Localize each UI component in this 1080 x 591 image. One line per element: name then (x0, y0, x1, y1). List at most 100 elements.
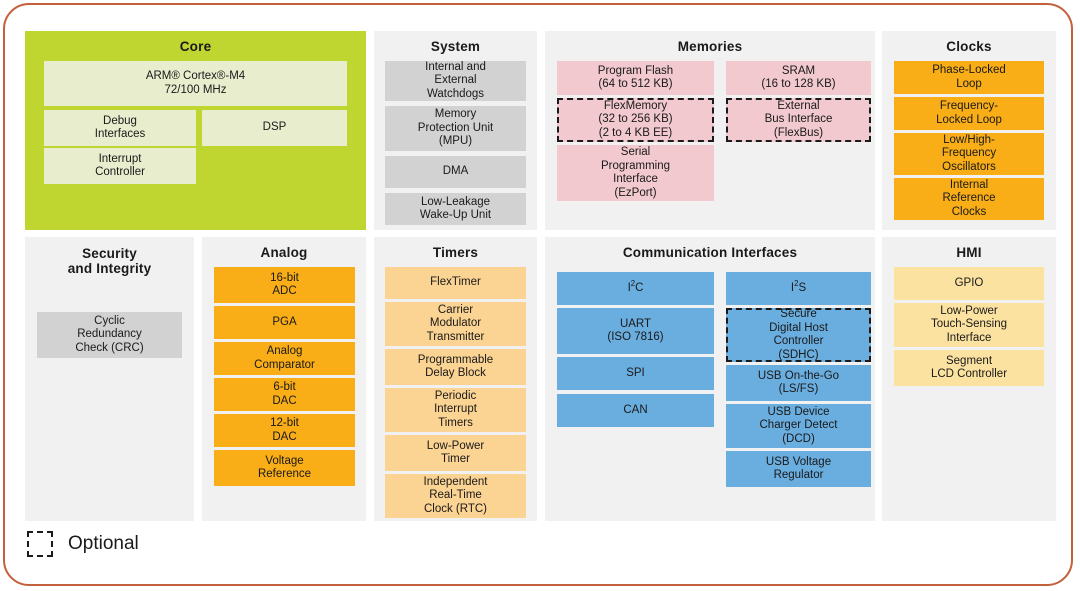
block-external-bus-interface[interactable]: External Bus Interface (FlexBus) (726, 98, 871, 142)
block-low-power-touch-sensing-interface[interactable]: Low-Power Touch-Sensing Interface (894, 303, 1044, 347)
block-low-leakage-wakeup-unit[interactable]: Low-Leakage Wake-Up Unit (385, 193, 526, 225)
block-usb-voltage-regulator[interactable]: USB Voltage Regulator (726, 451, 871, 487)
block-line: Timers (438, 416, 473, 429)
block-independent-rtc[interactable]: Independent Real-Time Clock (RTC) (385, 474, 526, 518)
block-usb-device-charger-detect[interactable]: USB Device Charger Detect (DCD) (726, 404, 871, 448)
block-line: Interrupt (98, 152, 142, 165)
block-arm-cortex-m4[interactable]: ARM® Cortex®-M4 72/100 MHz (44, 61, 347, 106)
block-line: Periodic (434, 389, 477, 402)
block-dsp[interactable]: DSP (202, 110, 347, 146)
block-watchdogs[interactable]: Internal and External Watchdogs (385, 61, 526, 101)
block-line: DAC (272, 394, 297, 407)
outer-frame (3, 3, 1073, 586)
block-line: Debug (103, 114, 137, 127)
block-internal-reference-clocks[interactable]: Internal Reference Clocks (894, 178, 1044, 220)
block-line: GPIO (954, 276, 984, 289)
panel-core: Core ARM® Cortex®-M4 72/100 MHz Debug In… (25, 31, 366, 230)
block-i2s[interactable]: I2S (726, 272, 871, 305)
block-low-power-timer[interactable]: Low-Power Timer (385, 435, 526, 471)
block-line: Bus Interface (764, 113, 833, 126)
block-oscillators[interactable]: Low/High- Frequency Oscillators (894, 133, 1044, 175)
block-line: Check (CRC) (75, 341, 144, 354)
block-16-bit-adc[interactable]: 16-bit ADC (214, 267, 355, 303)
block-flexmemory[interactable]: FlexMemory (32 to 256 KB) (2 to 4 KB EE) (557, 98, 714, 142)
block-line: UART (619, 317, 652, 330)
panel-title-core: Core (179, 39, 212, 54)
block-12-bit-dac[interactable]: 12-bit DAC (214, 414, 355, 447)
block-line: External (434, 74, 477, 87)
block-line: Wake-Up Unit (419, 209, 492, 221)
block-programmable-delay-block[interactable]: Programmable Delay Block (385, 349, 526, 385)
panel-title-memories: Memories (677, 39, 743, 54)
block-usb-on-the-go[interactable]: USB On-the-Go (LS/FS) (726, 365, 871, 401)
block-line: Segment (945, 354, 993, 367)
block-line: Delay Block (425, 367, 486, 379)
block-line: ARM® Cortex®-M4 (145, 70, 246, 82)
block-line: I2S (790, 278, 807, 294)
block-debug-interfaces[interactable]: Debug Interfaces (44, 110, 196, 146)
block-line: (EzPort) (614, 186, 657, 199)
panel-title-line: and Integrity (67, 261, 152, 276)
block-line: Reference (257, 468, 312, 480)
block-sram[interactable]: SRAM (16 to 128 KB) (726, 61, 871, 95)
block-interrupt-controller[interactable]: Interrupt Controller (44, 148, 196, 184)
block-line: PGA (272, 315, 297, 328)
panel-system: System Internal and External Watchdogs M… (374, 31, 537, 230)
panel-timers: Timers FlexTimer Carrier Modulator Trans… (374, 237, 537, 521)
block-line: Low-Power (940, 304, 998, 317)
panel-title-security: Security and Integrity (25, 237, 194, 276)
block-6-bit-dac[interactable]: 6-bit DAC (214, 378, 355, 411)
block-spi[interactable]: SPI (557, 357, 714, 390)
block-serial-programming-interface[interactable]: Serial Programming Interface (EzPort) (557, 145, 714, 201)
block-frequency-locked-loop[interactable]: Frequency- Locked Loop (894, 97, 1044, 130)
panel-title-clocks: Clocks (946, 39, 992, 54)
block-cyclic-redundancy-check[interactable]: Cyclic Redundancy Check (CRC) (37, 312, 182, 358)
block-analog-comparator[interactable]: Analog Comparator (214, 342, 355, 375)
block-line: Clock (RTC) (423, 502, 488, 515)
block-periodic-interrupt-timers[interactable]: Periodic Interrupt Timers (385, 388, 526, 432)
block-line: CAN (623, 403, 648, 416)
block-line: 72/100 MHz (164, 83, 227, 96)
block-diagram: Core ARM® Cortex®-M4 72/100 MHz Debug In… (25, 31, 1056, 521)
block-line: Memory (434, 108, 477, 121)
block-pga[interactable]: PGA (214, 306, 355, 339)
block-line: Touch-Sensing (930, 318, 1008, 331)
block-phase-locked-loop[interactable]: Phase-Locked Loop (894, 61, 1044, 94)
block-line: Timer (441, 453, 470, 465)
block-line: USB On-the-Go (757, 369, 840, 382)
block-line: Interface (613, 173, 658, 185)
block-line: Watchdogs (426, 87, 485, 100)
block-line: Digital Host (769, 321, 828, 334)
block-line: USB Voltage (765, 455, 832, 468)
block-line: Frequency- (939, 100, 999, 112)
block-secure-digital-host-controller[interactable]: Secure Digital Host Controller (SDHC) (726, 308, 871, 362)
block-program-flash[interactable]: Program Flash (64 to 512 KB) (557, 61, 714, 95)
block-line: Comparator (254, 358, 315, 371)
block-segment-lcd-controller[interactable]: Segment LCD Controller (894, 350, 1044, 386)
panel-title-line: Security (82, 246, 137, 261)
block-line: 6-bit (273, 381, 296, 393)
block-line: Locked Loop (936, 113, 1002, 126)
block-carrier-modulator-transmitter[interactable]: Carrier Modulator Transmitter (385, 302, 526, 346)
block-voltage-reference[interactable]: Voltage Reference (214, 450, 355, 486)
block-i2c[interactable]: I2C (557, 272, 714, 305)
block-can[interactable]: CAN (557, 394, 714, 427)
block-uart[interactable]: UART (ISO 7816) (557, 308, 714, 354)
block-line: LCD Controller (930, 368, 1008, 380)
block-flextimer[interactable]: FlexTimer (385, 267, 526, 299)
block-line: Low/High- (943, 133, 995, 146)
block-line: (2 to 4 KB EE) (598, 126, 673, 139)
panel-analog: Analog 16-bit ADC PGA Analog Comparator … (202, 237, 366, 521)
block-line: Interrupt (434, 403, 477, 416)
block-line: SPI (626, 366, 645, 379)
block-line: Reference (942, 192, 996, 205)
block-gpio[interactable]: GPIO (894, 267, 1044, 300)
block-memory-protection-unit[interactable]: Memory Protection Unit (MPU) (385, 106, 526, 151)
block-dma[interactable]: DMA (385, 156, 526, 188)
dashed-square-icon (27, 531, 53, 557)
block-line: SRAM (781, 64, 816, 77)
block-line: FlexTimer (430, 276, 481, 289)
block-line: Real-Time (429, 489, 482, 502)
block-line: Loop (956, 77, 982, 90)
block-line: Low-Leakage (420, 195, 491, 208)
